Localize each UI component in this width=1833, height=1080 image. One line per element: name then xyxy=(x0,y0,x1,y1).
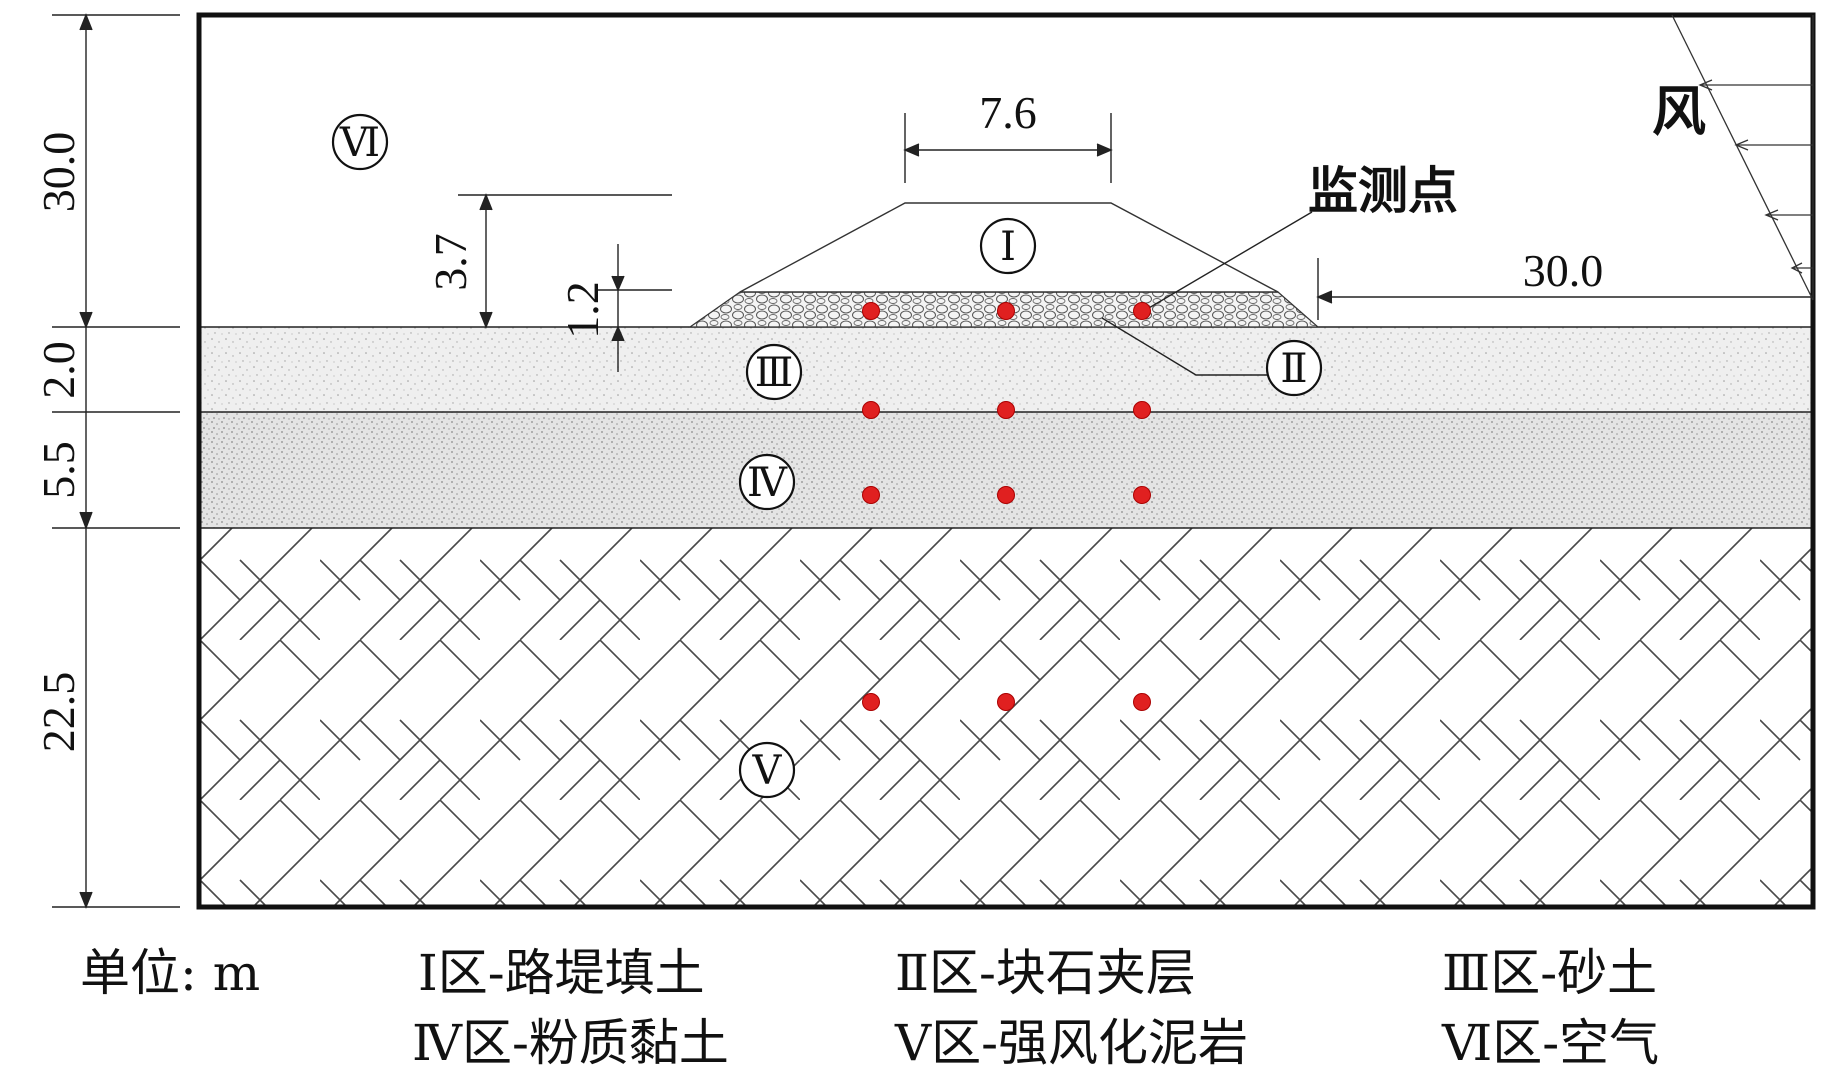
model-boundary xyxy=(196,12,1816,910)
monitoring-point xyxy=(997,693,1015,711)
monitoring-point xyxy=(1133,486,1151,504)
zone-marker-vi: Ⅵ xyxy=(331,113,389,171)
air-height-dimension: 30.0 xyxy=(33,132,84,213)
zone-marker-iii: Ⅲ xyxy=(745,343,803,401)
wind-profile xyxy=(1671,14,1814,301)
legend-zone-i: Ⅰ区-路堤填土 xyxy=(418,944,705,1002)
top-width-dimension: 7.6 xyxy=(979,87,1037,138)
top-width-dimension-line xyxy=(903,113,1113,183)
right-distance-dimension-line xyxy=(1316,258,1813,320)
legend-zone-v: Ⅴ区-强风化泥岩 xyxy=(894,1014,1248,1072)
unit-label: 单位: m xyxy=(80,944,260,1002)
embankment-height-dimension: 3.7 xyxy=(425,233,476,291)
clay-layer xyxy=(199,412,1813,528)
monitoring-point xyxy=(1133,302,1151,320)
monitoring-point-label: 监测点 xyxy=(1308,162,1458,220)
rock-thickness-dimension: 22.5 xyxy=(33,672,84,753)
zone-marker-ii: Ⅱ xyxy=(1265,339,1323,397)
monitoring-point xyxy=(997,302,1015,320)
height-dimension-lines xyxy=(458,193,672,372)
svg-text:Ⅲ: Ⅲ xyxy=(755,350,794,395)
sand-layer xyxy=(199,327,1813,412)
monitoring-point xyxy=(997,401,1015,419)
wind-label: 风 xyxy=(1652,80,1706,143)
monitoring-point xyxy=(997,486,1015,504)
monitoring-point xyxy=(862,486,880,504)
monitoring-point xyxy=(1133,401,1151,419)
left-dimension-chain xyxy=(52,13,180,909)
zone-marker-v: Ⅴ xyxy=(738,741,796,799)
monitoring-point xyxy=(862,302,880,320)
monitoring-point xyxy=(862,693,880,711)
monitoring-point xyxy=(862,401,880,419)
legend-zone-iv: Ⅳ区-粉质黏土 xyxy=(412,1014,729,1072)
weathered-mudstone-layer xyxy=(199,528,1813,907)
legend-zone-vi: Ⅵ区-空气 xyxy=(1441,1014,1659,1072)
legend-zone-ii: Ⅱ区-块石夹层 xyxy=(895,944,1196,1002)
svg-text:Ⅵ: Ⅵ xyxy=(339,120,380,165)
zone-marker-iv: Ⅳ xyxy=(738,453,796,511)
legend-zone-iii: Ⅲ区-砂土 xyxy=(1442,944,1657,1002)
sand-thickness-dimension: 2.0 xyxy=(33,341,84,399)
clay-thickness-dimension: 5.5 xyxy=(33,441,84,499)
svg-text:Ⅳ: Ⅳ xyxy=(747,460,788,505)
svg-text:Ⅴ: Ⅴ xyxy=(752,748,783,793)
zone-marker-i: Ⅰ xyxy=(979,217,1037,275)
svg-text:Ⅰ: Ⅰ xyxy=(1000,224,1016,269)
right-distance-dimension: 30.0 xyxy=(1523,245,1604,296)
svg-text:Ⅱ: Ⅱ xyxy=(1280,346,1307,391)
rock-layer-dimension: 1.2 xyxy=(557,281,608,339)
monitoring-points xyxy=(862,302,1151,711)
monitoring-point xyxy=(1133,693,1151,711)
